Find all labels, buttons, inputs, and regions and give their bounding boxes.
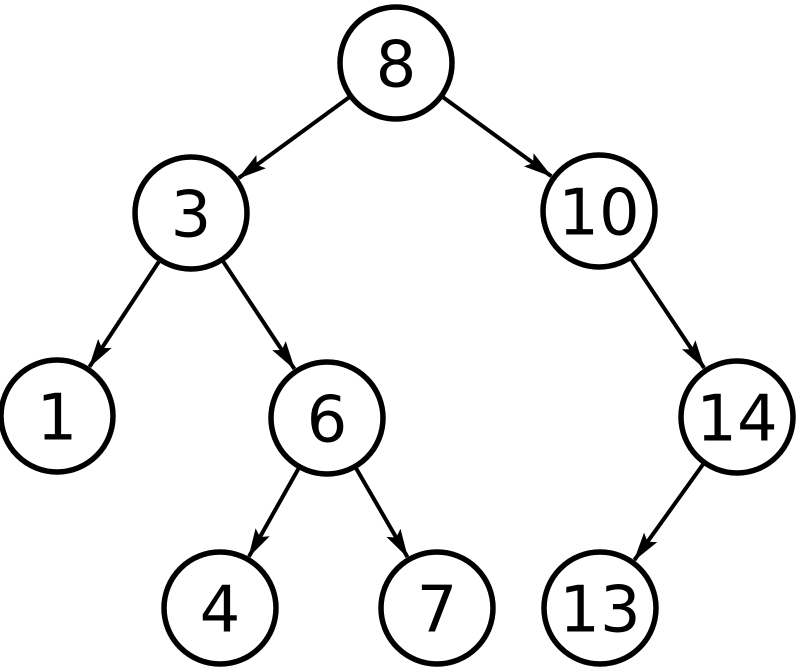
node-label-14: 14	[696, 383, 777, 457]
node-circle-4	[161, 549, 279, 667]
node-label-13: 13	[559, 574, 640, 648]
tree-node-4: 4	[161, 549, 279, 667]
tree-edge-6-4	[247, 467, 301, 558]
node-circle-6	[268, 359, 386, 477]
node-circle-7	[378, 549, 496, 667]
node-circle-13	[541, 549, 659, 667]
node-label-10: 10	[558, 177, 639, 251]
node-circle-1	[0, 357, 116, 475]
tree-node-14: 14	[678, 358, 796, 476]
node-label-6: 6	[307, 384, 348, 458]
tree-node-13: 13	[541, 549, 659, 667]
node-circle-3	[132, 154, 250, 272]
tree-edge-6-7	[354, 467, 410, 558]
tree-node-8: 8	[337, 4, 455, 122]
tree-edge-3-6	[221, 260, 297, 370]
tree-edge-10-14	[629, 258, 706, 370]
tree-node-10: 10	[540, 152, 658, 270]
tree-node-3: 3	[132, 154, 250, 272]
node-label-8: 8	[376, 29, 417, 103]
tree-edge-3-1	[87, 260, 161, 368]
node-circle-10	[540, 152, 658, 270]
tree-node-1: 1	[0, 357, 116, 475]
node-label-1: 1	[37, 382, 78, 456]
tree-edge-8-3	[237, 95, 351, 180]
node-circle-8	[337, 4, 455, 122]
tree-node-6: 6	[268, 359, 386, 477]
tree-edge-8-10	[441, 95, 553, 178]
node-label-3: 3	[171, 179, 212, 253]
tree-node-7: 7	[378, 549, 496, 667]
tree-edge-14-13	[632, 462, 705, 562]
node-label-7: 7	[417, 574, 458, 648]
node-label-4: 4	[200, 574, 241, 648]
node-circle-14	[678, 358, 796, 476]
